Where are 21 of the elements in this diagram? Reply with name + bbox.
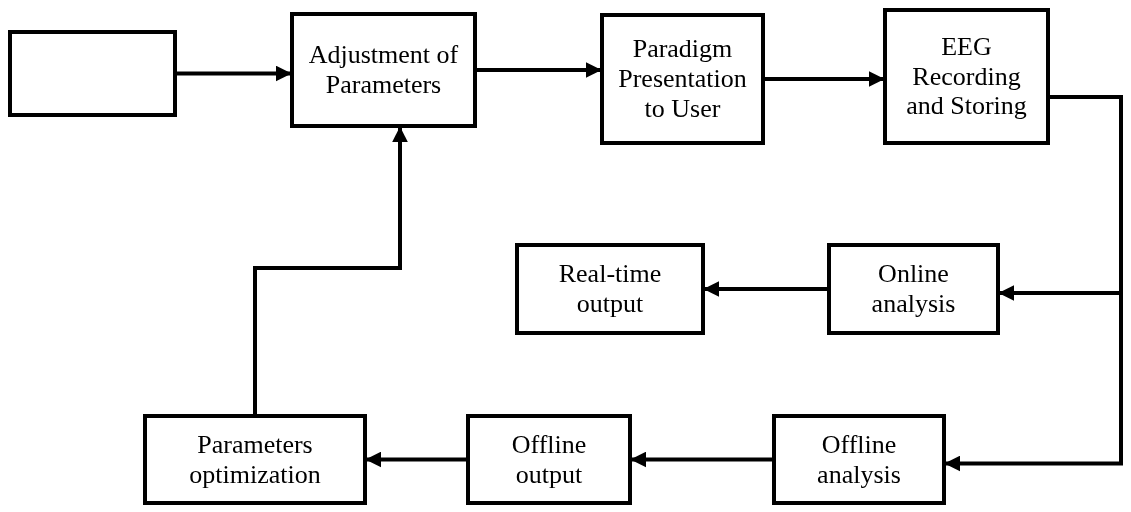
- process-box: [515, 243, 705, 335]
- box-label: Real-time output: [557, 259, 663, 319]
- process-box: [8, 30, 177, 117]
- process-box: [772, 414, 946, 505]
- box-label: Paradigm Presentation to User: [617, 34, 748, 124]
- arrow: [177, 65, 292, 82]
- process-box: [827, 243, 1000, 335]
- box-label: Adjustment of Parameters: [307, 40, 460, 100]
- process-box: [143, 414, 367, 505]
- box-label: EEG Recording and Storing: [905, 31, 1028, 122]
- arrow: [477, 62, 602, 78]
- box-label: Online analysis: [870, 259, 957, 319]
- process-box: [466, 414, 632, 505]
- box-label: Offline analysis: [816, 429, 902, 490]
- arrow: [765, 71, 885, 87]
- box-label: Parameters optimization: [188, 429, 322, 490]
- box-label: Offline output: [510, 429, 588, 490]
- process-box: [883, 8, 1050, 145]
- process-box: [290, 12, 477, 128]
- process-box: [600, 13, 765, 145]
- arrow: [253, 126, 408, 414]
